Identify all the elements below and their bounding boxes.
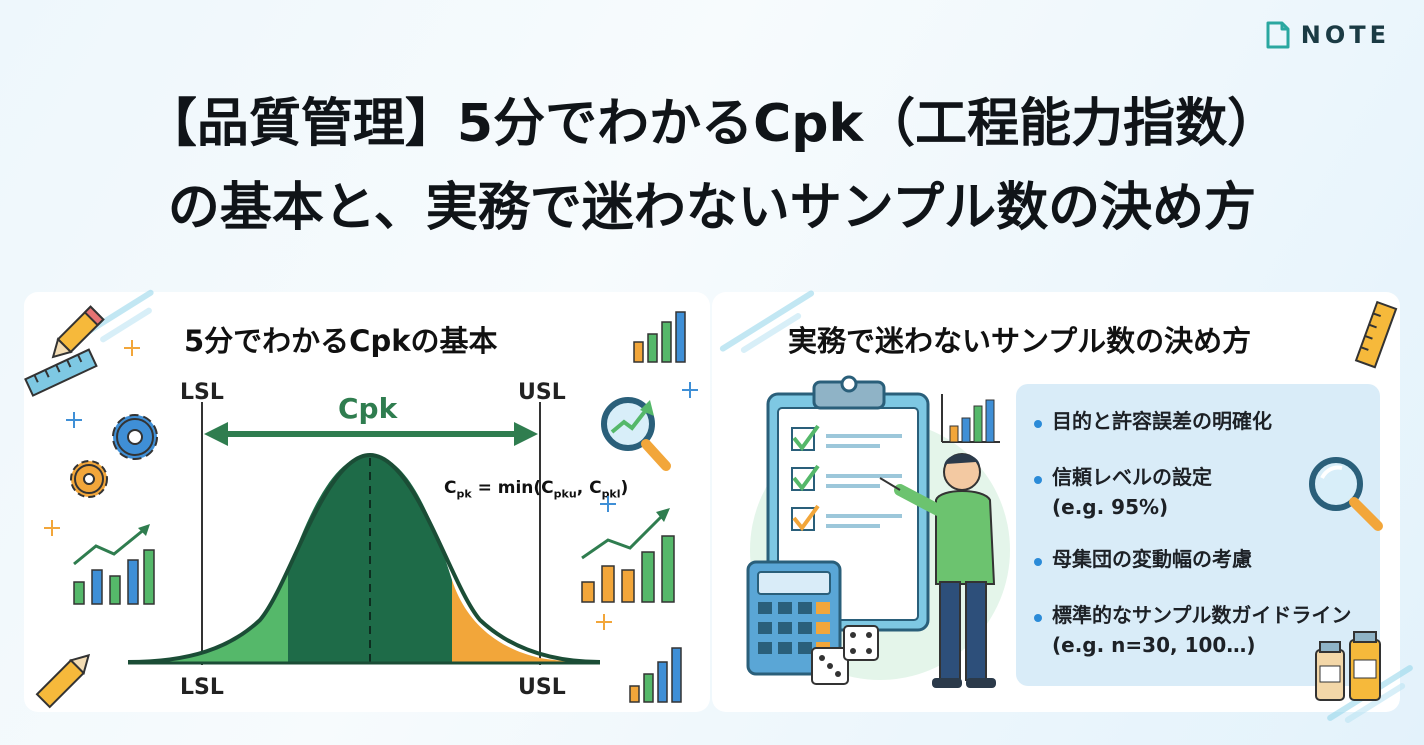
right-panel-title: 実務で迷わないサンプル数の決め方 [788, 324, 1252, 358]
lsl-label-bottom: LSL [180, 675, 224, 700]
formula-part: = min(C [471, 478, 554, 498]
ruler-icon [24, 348, 98, 397]
curve-right-tail [452, 580, 600, 662]
list-item: 目的と許容誤差の明確化 [1052, 406, 1272, 436]
formula-sub: pku [553, 487, 577, 501]
ruler-icon [1354, 300, 1398, 369]
list-bullet [1034, 420, 1042, 428]
trend-chart-icon [73, 524, 155, 605]
note-logo-icon [1266, 21, 1290, 49]
sparkle-icon [124, 340, 140, 356]
bar-chart-icon [633, 311, 686, 363]
curve-left-tail [128, 570, 288, 662]
cpk-formula: Cpk = min(Cpku, Cpkl) [444, 478, 628, 500]
page-title: 【品質管理】5分でわかるCpk（工程能力指数） の基本と、実務で迷わないサンプル… [0, 82, 1424, 250]
checkmark-icon [792, 464, 820, 492]
cpk-label: Cpk [338, 392, 398, 425]
brand: NOTE [1265, 20, 1390, 50]
left-panel-title: 5分でわかるCpkの基本 [184, 324, 498, 358]
brand-name: NOTE [1300, 21, 1390, 49]
list-item-text: 母集団の変動幅の考慮 [1052, 547, 1252, 571]
list-bullet [1034, 558, 1042, 566]
sample-size-illustration [746, 375, 1010, 688]
list-item-text: 標準的なサンプル数ガイドライン [1052, 603, 1352, 627]
sparkle-icon [66, 412, 82, 428]
guideline-list-box [1016, 384, 1380, 686]
formula-part: C [444, 478, 457, 498]
list-bullet [1034, 476, 1042, 484]
person-icon [879, 453, 996, 688]
list-item: 母集団の変動幅の考慮 [1052, 544, 1252, 574]
usl-label-bottom: USL [518, 675, 566, 700]
magnifier-icon [1309, 457, 1383, 531]
sparkle-icon [596, 614, 612, 630]
page-title-line-1: 【品質管理】5分でわかるCpk（工程能力指数） [144, 94, 1280, 154]
curve-outline [127, 452, 601, 664]
pencil-icon [51, 305, 105, 359]
trend-chart-icon [581, 508, 675, 603]
sparkle-icon [44, 520, 60, 536]
sparkle-icon [682, 382, 698, 398]
gear-icon [70, 460, 108, 498]
list-item-subtext: (e.g. n=30, 100…) [1052, 633, 1256, 657]
cpk-distribution-diagram [127, 402, 601, 665]
dice-icon [811, 625, 879, 685]
medicine-bottle-icon [1315, 631, 1381, 701]
list-item-text: 信頼レベルの設定 [1052, 465, 1212, 489]
lsl-label-top: LSL [180, 380, 224, 405]
cpk-arrow-left-head [204, 422, 228, 446]
page-title-line-2: の基本と、実務で迷わないサンプル数の決め方 [167, 178, 1257, 238]
pencil-icon [35, 653, 91, 709]
usl-label-top: USL [518, 380, 566, 405]
bar-chart-icon [941, 394, 1000, 443]
list-item-subtext: (e.g. 95%) [1052, 495, 1169, 519]
list-item: 信頼レベルの設定 (e.g. 95%) [1052, 462, 1212, 522]
cpk-arrow-right-head [514, 422, 538, 446]
checkmark-icon [792, 424, 820, 452]
formula-part: ) [620, 478, 629, 498]
formula-sub: pkl [601, 487, 621, 501]
list-bullet [1034, 614, 1042, 622]
checkmark-icon [792, 504, 820, 532]
magnifier-icon [601, 397, 671, 471]
formula-sub: pk [456, 487, 472, 501]
list-item: 標準的なサンプル数ガイドライン (e.g. n=30, 100…) [1052, 600, 1351, 660]
formula-part: , C [576, 478, 602, 498]
list-item-text: 目的と許容誤差の明確化 [1052, 409, 1272, 433]
sparkle-icon [600, 496, 616, 512]
bar-chart-icon [629, 647, 682, 703]
gear-icon [112, 414, 158, 460]
